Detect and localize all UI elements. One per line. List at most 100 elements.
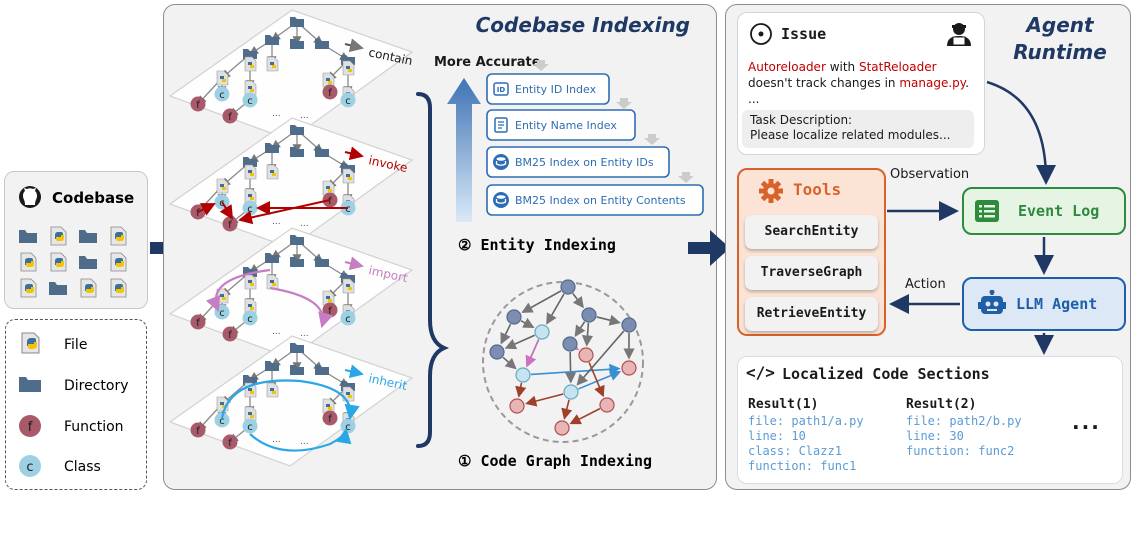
robot-icon: [978, 290, 1006, 314]
function-node-label: f: [196, 318, 200, 329]
class-node-label: c: [345, 422, 351, 433]
issue-line2-text: doesn't track changes in: [748, 76, 900, 90]
graph-node: [599, 397, 615, 413]
python-file-icon: [21, 332, 40, 354]
python-file-icon: [322, 398, 335, 414]
graph-edge: [525, 393, 564, 407]
issue-title: Issue: [781, 25, 827, 43]
class-node-label: c: [219, 416, 225, 427]
index-box: BM25 Index on Entity IDs: [486, 146, 670, 178]
target-icon: [750, 23, 772, 45]
result-2-line: function: func2: [906, 444, 1015, 458]
class-node-label: c: [345, 314, 351, 325]
svg-text:f: f: [28, 420, 33, 435]
class-node: c: [340, 92, 356, 108]
python-file-icon: [110, 252, 127, 272]
graph-edge: [530, 363, 621, 376]
class-node: c: [214, 412, 230, 428]
index-box: BM25 Index on Entity Contents: [486, 184, 704, 216]
graph-node: [489, 344, 505, 360]
python-file-icon: [244, 56, 257, 72]
python-file-icon: [80, 278, 97, 298]
tool-traverse-graph[interactable]: TraverseGraph: [745, 256, 878, 290]
ellipsis-label: ...: [300, 329, 309, 339]
down-arrow-icon: [644, 134, 660, 145]
down-arrow-icon: [616, 98, 632, 109]
folder-icon: [265, 35, 279, 45]
invoke-edge: [219, 201, 234, 220]
task-text: Please localize related modules...: [750, 128, 951, 142]
function-node: f: [222, 434, 238, 450]
legend-function-label: Function: [64, 419, 124, 435]
runtime-title: Agent Runtime: [1000, 12, 1120, 66]
folder-icon: [290, 125, 304, 135]
graph-node: [621, 360, 637, 376]
runtime-title-line1: Agent: [1026, 13, 1094, 37]
function-node-label: f: [196, 208, 200, 219]
issue-body: Autoreloader with StatReloader doesn't t…: [748, 59, 969, 107]
result-1-line: file: path1/a.py: [748, 414, 864, 428]
class-node: c: [340, 310, 356, 326]
folder-icon: [315, 365, 329, 375]
folder-icon: [315, 39, 329, 49]
graph-edge: [520, 317, 535, 329]
ellipsis-label: ...: [300, 111, 309, 121]
legend-file: File: [21, 332, 87, 354]
result-1-line: class: Clazz1: [748, 444, 842, 458]
invoke-edge: [197, 203, 216, 216]
result-2-line: line: 30: [906, 429, 964, 443]
python-file-icon: [216, 178, 229, 194]
class-node-label: c: [247, 314, 253, 325]
graph-edge: [546, 293, 565, 325]
graph-node: [581, 307, 597, 323]
issue-ellipsis: ...: [748, 92, 760, 106]
folder-icon: [290, 39, 304, 49]
function-node-label: f: [196, 426, 200, 437]
more-accurate-label: More Accurate: [434, 55, 541, 70]
ellipsis-label: ...: [272, 217, 281, 227]
more-accurate-arrow: [447, 78, 481, 222]
ellipsis-label: ...: [272, 109, 281, 119]
folder-icon: [49, 282, 67, 295]
inherit-edge: [249, 427, 352, 452]
issue-line1: Autoreloader with StatReloader: [748, 59, 969, 75]
index-box-label: BM25 Index on Entity Contents: [515, 194, 686, 207]
result-2-line: file: path2/b.py: [906, 414, 1022, 428]
graph-edge: [576, 330, 625, 386]
function-node: f: [322, 84, 338, 100]
index-box-label: Entity Name Index: [515, 119, 617, 132]
python-file-icon: [342, 278, 355, 294]
graph-node: [554, 420, 570, 436]
function-node-label: f: [228, 112, 232, 123]
result-2-heading: Result(2): [906, 397, 977, 412]
indexing-title: Codebase Indexing: [476, 13, 690, 37]
python-file-icon: [50, 252, 67, 272]
folder-icon: [79, 230, 97, 243]
graph-node: [509, 398, 525, 414]
class-node-label: c: [247, 422, 253, 433]
function-node: f: [222, 326, 238, 342]
python-file-icon: [266, 56, 279, 72]
python-file-icon: [50, 226, 67, 246]
result-1-line: function: func1: [748, 459, 857, 473]
graph-edge: [569, 407, 601, 425]
graph-edge: [581, 322, 594, 347]
ellipsis-label: ...: [272, 435, 281, 445]
entity-indexing-label: ② Entity Indexing: [458, 236, 616, 254]
python-file-icon: [244, 188, 257, 204]
tool-search-entity[interactable]: SearchEntity: [745, 215, 878, 249]
code-graph-circle: [482, 281, 644, 443]
class-node-label: c: [247, 204, 253, 215]
index-box-label: BM25 Index on Entity IDs: [515, 156, 654, 169]
ellipsis-label: ...: [300, 437, 309, 447]
graph-node: [560, 279, 576, 295]
inherit-edge: [220, 379, 360, 421]
graph-edge: [561, 399, 573, 420]
function-node-label: f: [196, 100, 200, 111]
task-description-box: Task Description: Please localize relate…: [742, 110, 974, 148]
tool-retrieve-entity[interactable]: RetrieveEntity: [745, 297, 878, 331]
